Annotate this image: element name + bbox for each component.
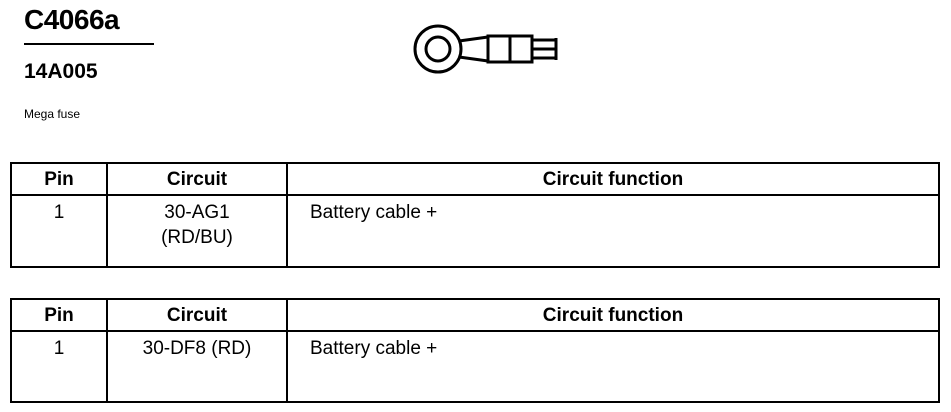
column-header-circuit: Circuit	[106, 162, 288, 196]
column-header-circuit-function: Circuit function	[286, 298, 940, 332]
pin-cell: 1	[10, 330, 108, 403]
pin-table: Pin Circuit Circuit function 1 30-AG1 (R…	[10, 162, 940, 268]
circuit-function-cell: Battery cable +	[286, 330, 940, 403]
ring-terminal-icon	[410, 18, 560, 85]
circuit-color: (RD/BU)	[161, 227, 233, 248]
table-row: 1 30-DF8 (RD) Battery cable +	[10, 330, 940, 403]
table-header-row: Pin Circuit Circuit function	[10, 162, 940, 196]
connector-description: Mega fuse	[24, 107, 81, 121]
circuit-function-cell: Battery cable +	[286, 194, 940, 268]
pin-cell: 1	[10, 194, 108, 268]
column-header-pin: Pin	[10, 298, 108, 332]
column-header-circuit: Circuit	[106, 298, 288, 332]
connector-id: C4066a	[24, 4, 120, 35]
table-row: 1 30-AG1 (RD/BU) Battery cable +	[10, 194, 940, 268]
part-number: 14A005	[24, 60, 98, 83]
title-rule	[24, 43, 154, 45]
circuit-number: 30-AG1	[164, 202, 230, 223]
circuit-cell: 30-DF8 (RD)	[106, 330, 288, 403]
column-header-pin: Pin	[10, 162, 108, 196]
circuit-number: 30-DF8 (RD)	[142, 338, 252, 359]
table-header-row: Pin Circuit Circuit function	[10, 298, 940, 332]
pin-table: Pin Circuit Circuit function 1 30-DF8 (R…	[10, 298, 940, 403]
column-header-circuit-function: Circuit function	[286, 162, 940, 196]
circuit-cell: 30-AG1 (RD/BU)	[106, 194, 288, 268]
